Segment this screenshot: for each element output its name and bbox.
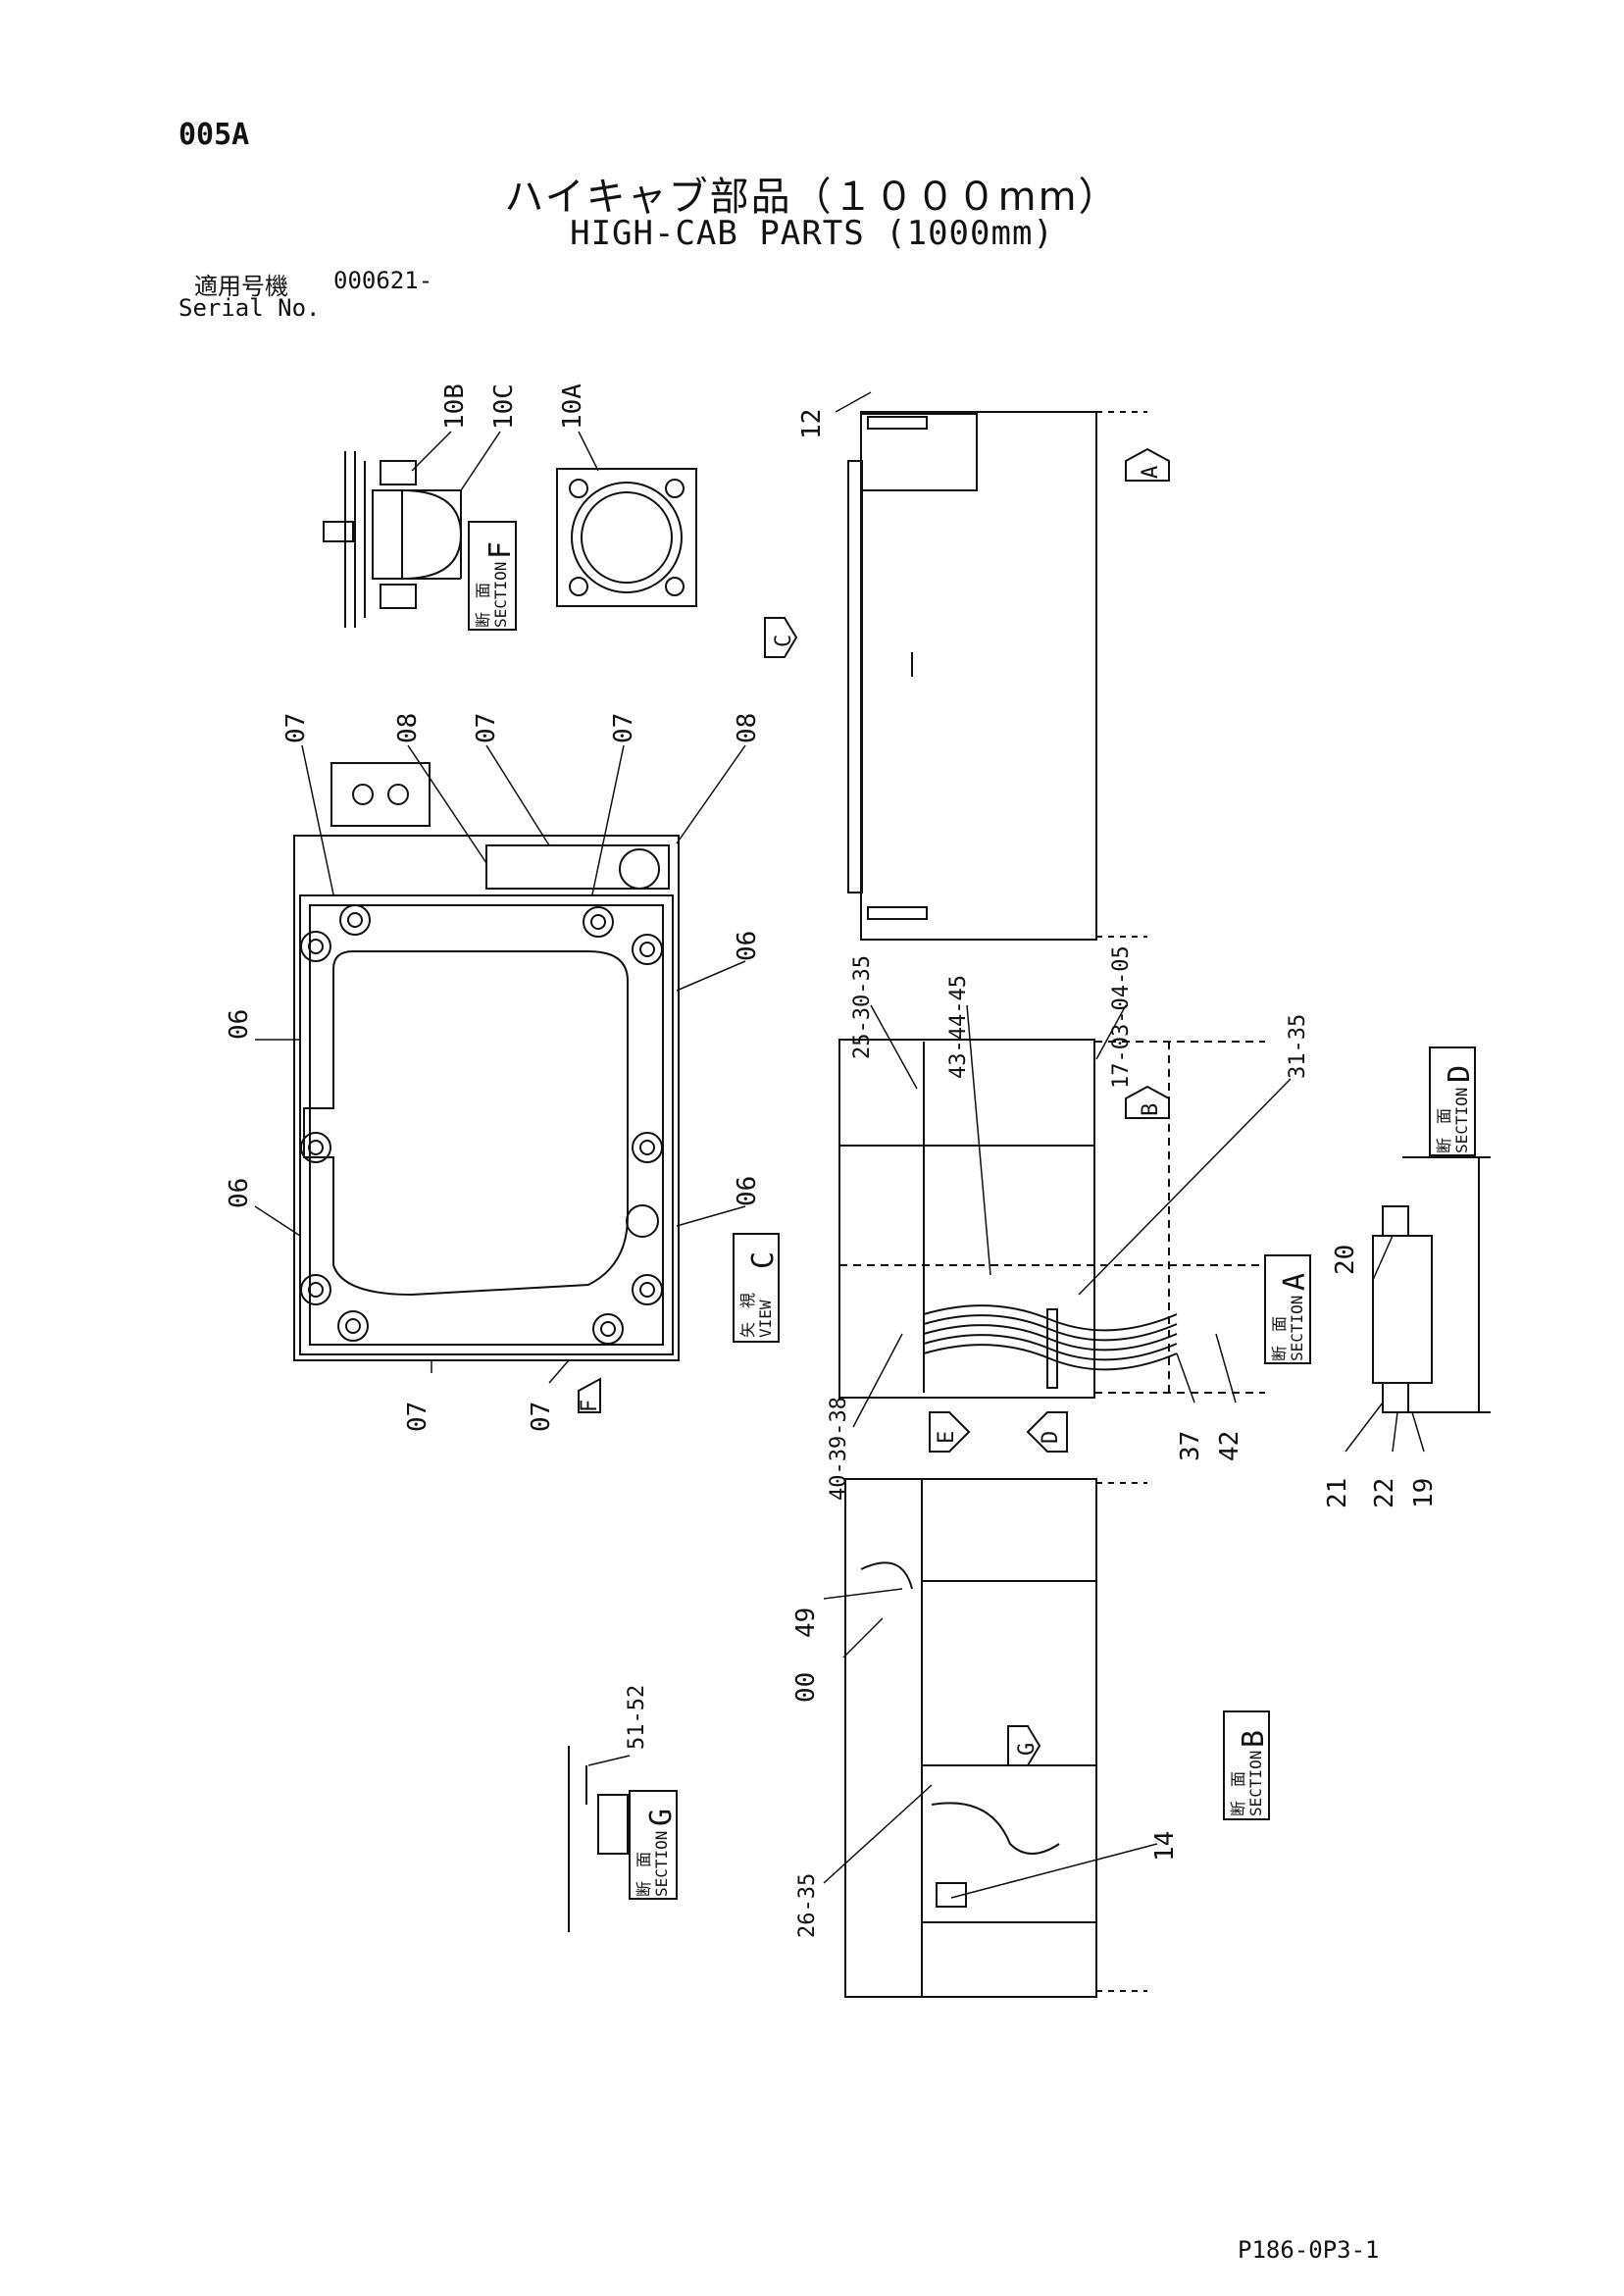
section-g-word: SECTION — [652, 1831, 671, 1897]
view-arrow-e: E — [929, 1411, 971, 1453]
callout-06-b: 06 — [225, 1009, 254, 1040]
callout-07-e: 07 — [527, 1402, 556, 1432]
callout-49: 49 — [791, 1607, 821, 1638]
callout-26-35: 26-35 — [795, 1873, 820, 1938]
plan-view-frame — [293, 762, 680, 1361]
callout-43-44-45: 43-44-45 — [946, 975, 971, 1079]
section-b-label-box: B SECTION 断 面 — [1223, 1710, 1271, 1820]
callout-07-c: 07 — [609, 713, 638, 743]
callout-00: 00 — [791, 1672, 821, 1703]
view-arrow-b: B — [1125, 1085, 1170, 1119]
callout-42: 42 — [1215, 1431, 1244, 1461]
callout-06-d: 06 — [733, 1176, 762, 1206]
section-g-letter: G — [644, 1809, 679, 1826]
callout-10c: 10C — [489, 383, 519, 430]
callout-21: 21 — [1323, 1478, 1352, 1508]
view-c-ya: 矢 — [738, 1322, 757, 1338]
view-c-shi: 視 — [738, 1293, 757, 1308]
callout-25-30-35: 25-30-35 — [850, 955, 875, 1059]
lower-view — [844, 1478, 1147, 1998]
callout-07-b: 07 — [472, 713, 501, 743]
title-english: HIGH-CAB PARTS (1000mm) — [570, 214, 1054, 253]
view-arrow-g: G — [1007, 1725, 1041, 1766]
section-b-dan: 断 — [1229, 1801, 1247, 1816]
section-b-letter: B — [1237, 1730, 1271, 1748]
view-arrow-f: F — [578, 1377, 602, 1413]
callout-06-c: 06 — [225, 1178, 254, 1208]
callout-17-03-04-05: 17-03-04-05 — [1109, 945, 1134, 1089]
section-f-men: 面 — [474, 583, 492, 598]
callout-06-a: 06 — [733, 931, 762, 961]
callout-19: 19 — [1409, 1478, 1439, 1508]
svg-text:G: G — [1015, 1743, 1040, 1756]
view-c-label-box: C VIEW 矢 視 — [733, 1233, 781, 1343]
svg-text:B: B — [1139, 1103, 1163, 1116]
middle-view — [838, 1039, 1265, 1399]
view-c-letter: C — [746, 1251, 781, 1269]
view-arrow-c: C — [764, 617, 798, 658]
callout-51-52: 51-52 — [625, 1685, 649, 1750]
section-a-men: 面 — [1270, 1316, 1289, 1332]
section-g-label-box: G SECTION 断 面 — [629, 1790, 679, 1900]
section-d-men: 面 — [1435, 1108, 1453, 1124]
callout-08-a: 08 — [393, 713, 423, 743]
callout-10b: 10B — [440, 383, 470, 430]
section-f-letter: F — [483, 541, 518, 559]
callout-12: 12 — [797, 409, 827, 439]
section-d-detail — [1372, 1156, 1491, 1413]
section-d-label-box: D SECTION 断 面 — [1429, 1046, 1477, 1156]
callout-07-a: 07 — [281, 713, 311, 743]
svg-text:F: F — [578, 1400, 602, 1412]
page-code: 005A — [178, 118, 250, 152]
drawing-code: P186-0P3-1 — [1238, 2236, 1380, 2264]
svg-text:A: A — [1139, 466, 1163, 479]
section-d-letter: D — [1443, 1065, 1477, 1083]
section-d-word: SECTION — [1452, 1088, 1471, 1153]
callout-10a: 10A — [558, 383, 587, 430]
view-c-word: VIEW — [756, 1300, 775, 1338]
section-b-men: 面 — [1229, 1771, 1247, 1787]
section-f-detail — [323, 451, 463, 628]
section-a-label-box: A SECTION 断 面 — [1264, 1254, 1312, 1364]
section-g-dan: 断 — [634, 1881, 653, 1897]
serial-label-japanese: 適用号機 — [194, 273, 288, 300]
callout-labels: 10B 10C 10A 12 07 08 07 07 08 06 06 06 0… — [225, 383, 1439, 1938]
leader-lines — [254, 391, 1425, 1899]
callout-07-d: 07 — [403, 1402, 432, 1432]
flange-10a — [556, 468, 697, 607]
callout-37: 37 — [1176, 1431, 1205, 1461]
serial-label-english: Serial No. — [178, 294, 321, 322]
svg-text:E: E — [935, 1431, 959, 1444]
callout-20: 20 — [1331, 1245, 1360, 1275]
section-f-label-box: F SECTION 断 面 — [468, 521, 518, 631]
side-view-upper — [847, 411, 1147, 941]
section-b-word: SECTION — [1246, 1751, 1265, 1816]
callout-22: 22 — [1370, 1478, 1399, 1508]
callout-40-39-38: 40-39-38 — [827, 1397, 851, 1501]
title-japanese: ハイキャブ部品（１０００mm） — [504, 175, 1120, 220]
section-a-letter: A — [1278, 1273, 1312, 1291]
section-g-men: 面 — [634, 1852, 653, 1867]
section-g-detail — [568, 1746, 629, 1932]
section-f-word: SECTION — [491, 562, 510, 628]
serial-number-value: 000621- — [333, 267, 433, 294]
section-f-dan: 断 — [474, 612, 492, 628]
svg-text:C: C — [772, 635, 796, 647]
callout-31-35: 31-35 — [1286, 1014, 1310, 1079]
section-d-dan: 断 — [1435, 1138, 1453, 1153]
view-arrow-a: A — [1125, 447, 1170, 482]
section-a-word: SECTION — [1288, 1296, 1306, 1361]
callout-14: 14 — [1150, 1831, 1180, 1862]
svg-text:D: D — [1039, 1431, 1063, 1444]
callout-08-b: 08 — [733, 713, 762, 743]
section-a-dan: 断 — [1270, 1346, 1289, 1361]
view-arrow-d: D — [1026, 1411, 1068, 1453]
